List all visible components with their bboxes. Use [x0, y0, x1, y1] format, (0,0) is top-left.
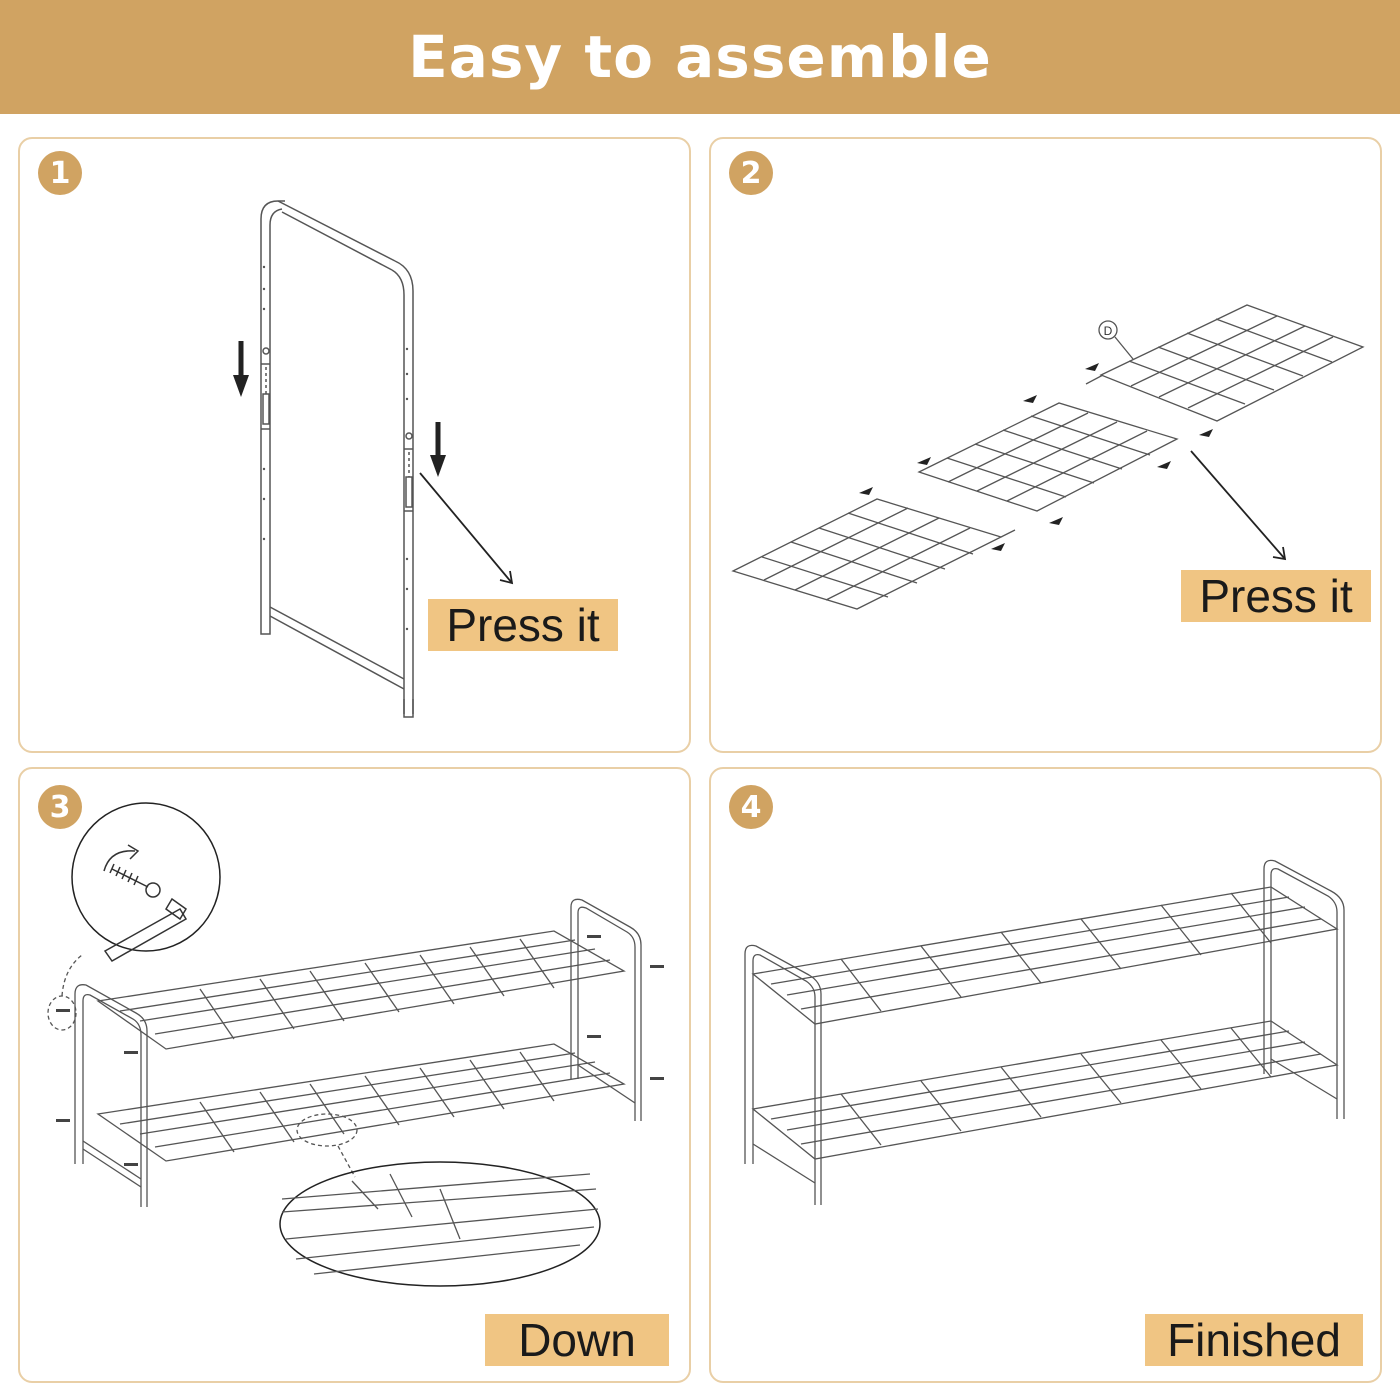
- pointer-arrow-icon: [1190, 450, 1287, 561]
- step-1-frame-illustration: [233, 200, 514, 718]
- header-banner: Easy to assemble: [0, 0, 1400, 114]
- step-2-badge: 2: [729, 151, 773, 195]
- screw-icon: [56, 935, 664, 1166]
- step-2-shelves-illustration: D: [731, 304, 1365, 610]
- down-arrow-icon: [430, 422, 446, 477]
- step-2-panel: 2 D: [709, 137, 1382, 753]
- step-1-panel: 1: [18, 137, 691, 753]
- allen-key-icon: [103, 897, 188, 962]
- step-2-label: Press it: [1181, 570, 1371, 622]
- part-marker-d: D: [1104, 324, 1113, 338]
- screw-icon: [109, 863, 161, 898]
- rotate-arrow-icon: [103, 844, 140, 872]
- step-4-label: Finished: [1145, 1314, 1363, 1366]
- step-1-label: Press it: [428, 599, 618, 651]
- step-3-panel: 3: [18, 767, 691, 1383]
- step-3-rack-illustration: [47, 802, 664, 1287]
- down-arrow-icon: [233, 341, 249, 397]
- step-3-label: Down: [485, 1314, 669, 1366]
- step-4-badge: 4: [729, 785, 773, 829]
- step-1-badge: 1: [38, 151, 82, 195]
- page-title: Easy to assemble: [408, 23, 992, 91]
- step-4-panel: 4 Finished: [709, 767, 1382, 1383]
- push-arrow-icon: [859, 363, 1213, 551]
- pointer-arrow-icon: [419, 472, 514, 585]
- step-4-finished-rack-illustration: [744, 859, 1345, 1205]
- step-3-badge: 3: [38, 785, 82, 829]
